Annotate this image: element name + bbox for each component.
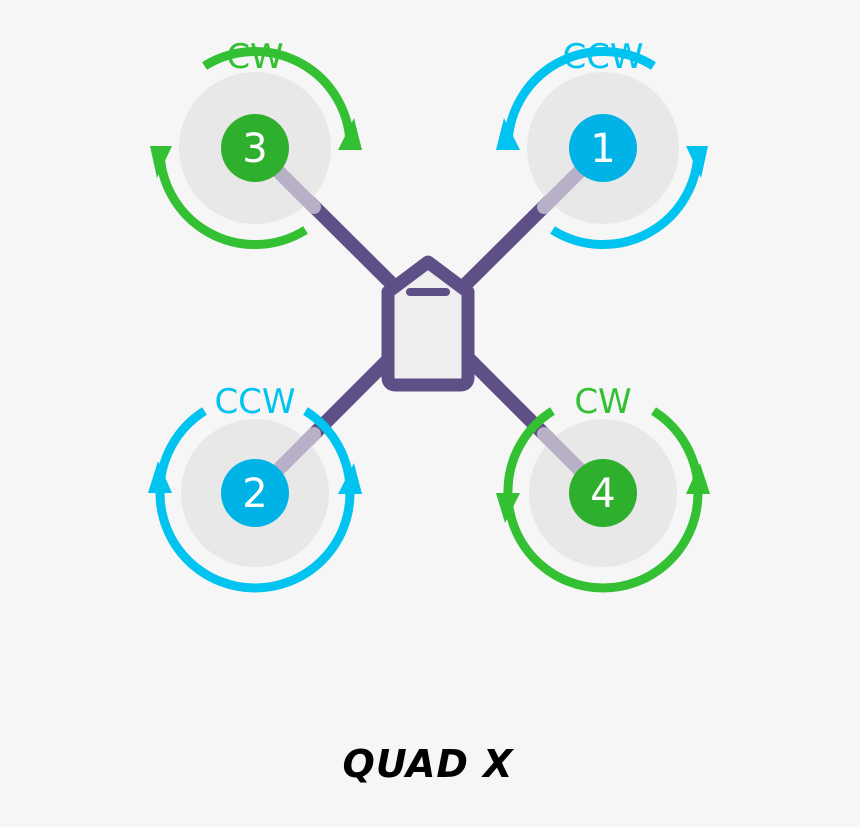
rotation-label: CCW [214,382,295,422]
arrowhead-icon [496,118,520,150]
motor-rear-left: 2 CCW [148,382,362,593]
motor-number: 3 [242,126,267,172]
motor-hub [221,114,289,182]
arrowhead-icon [338,463,362,494]
flight-controller-body [381,255,475,392]
motor-hub [221,459,289,527]
motor-front-right: 1 CCW [496,37,708,250]
rotation-ccw-icon [503,46,703,250]
motor-front-left: 3 CW [150,37,362,250]
arrowhead-icon [338,118,362,150]
frame-body [381,255,475,392]
arrowhead-icon [686,146,708,178]
motor-number: 4 [590,471,615,517]
arrowhead-icon [150,146,172,178]
arrowhead-icon [496,493,520,523]
rotation-cw-icon [155,46,355,250]
arrowhead-icon [686,463,710,494]
rotation-label: CW [226,37,283,77]
motor-number: 2 [242,471,267,517]
frame-type-title: QUAD X [343,742,515,786]
rotation-label: CCW [562,37,643,77]
motor-rear-right: 4 CW [496,382,710,593]
motor-hub [569,114,637,182]
motor-number: 1 [590,126,615,172]
rotation-label: CW [574,382,631,422]
motor-hub [569,459,637,527]
arrowhead-icon [148,461,172,493]
